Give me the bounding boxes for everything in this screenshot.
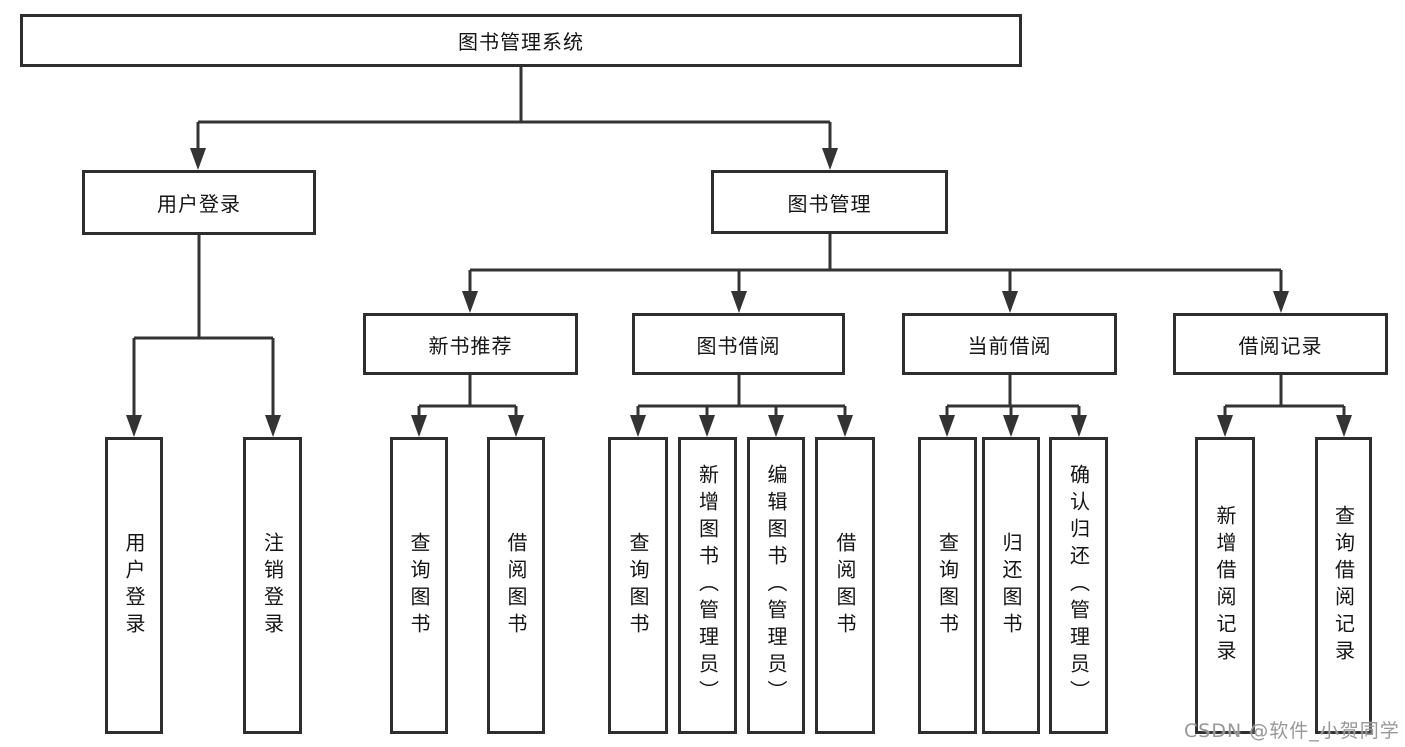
arrowheads (126, 148, 1352, 437)
node-new-book-recommendation: 新书推荐 (363, 313, 578, 375)
root-label: 图书管理系统 (458, 30, 584, 54)
borrow-books-recommend-label: 借阅图书 (504, 531, 528, 640)
query-books-borrowing-label: 查询图书 (626, 531, 650, 640)
edit-book-admin-label: 编辑图书（管理员） (764, 464, 788, 707)
node-current-borrowing: 当前借阅 (902, 313, 1117, 375)
query-books-recommend-label: 查询图书 (407, 531, 431, 640)
add-book-admin-label: 新增图书（管理员） (695, 464, 720, 707)
node-query-books-borrowing: 查询图书 (608, 437, 668, 734)
query-borrow-record-label: 查询借阅记录 (1331, 504, 1356, 667)
logout-label: 注销登录 (260, 531, 285, 640)
book-borrowing-label: 图书借阅 (696, 333, 781, 358)
node-book-borrowing: 图书借阅 (632, 313, 845, 375)
node-logout: 注销登录 (243, 437, 302, 734)
borrow-books-borrowing-label: 借阅图书 (833, 531, 857, 640)
node-query-borrow-record: 查询借阅记录 (1315, 437, 1372, 734)
node-borrow-books-recommend: 借阅图书 (487, 437, 545, 734)
user-login-label: 用户登录 (157, 192, 241, 216)
node-confirm-return-admin: 确认归还（管理员） (1049, 437, 1108, 734)
node-library-management-system: 图书管理系统 (20, 14, 1022, 67)
node-add-book-admin: 新增图书（管理员） (678, 437, 737, 734)
return-book-label: 归还图书 (999, 531, 1023, 640)
book-management-label: 图书管理 (787, 191, 872, 216)
query-books-current-label: 查询图书 (935, 531, 960, 640)
node-return-book: 归还图书 (982, 437, 1040, 734)
node-query-books-recommend: 查询图书 (390, 437, 448, 734)
tree-edges (132, 66, 1346, 417)
node-add-borrow-record: 新增借阅记录 (1195, 437, 1255, 734)
node-user-login-leaf: 用户登录 (105, 437, 163, 734)
new-book-recommendation-label: 新书推荐 (428, 333, 513, 358)
user-login-leaf-label: 用户登录 (122, 531, 146, 640)
node-query-books-current: 查询图书 (918, 437, 977, 734)
add-borrow-record-label: 新增借阅记录 (1213, 504, 1237, 667)
borrowing-records-label: 借阅记录 (1238, 333, 1323, 358)
confirm-return-admin-label: 确认归还（管理员） (1066, 464, 1091, 707)
node-edit-book-admin: 编辑图书（管理员） (747, 437, 805, 734)
current-borrowing-label: 当前借阅 (967, 333, 1052, 358)
node-book-management: 图书管理 (711, 170, 948, 234)
node-user-login-branch: 用户登录 (82, 170, 316, 235)
node-borrow-books-borrowing: 借阅图书 (815, 437, 875, 734)
node-borrowing-records: 借阅记录 (1173, 313, 1388, 375)
csdn-watermark: CSDN @软件_小贺同学 (1184, 720, 1400, 742)
